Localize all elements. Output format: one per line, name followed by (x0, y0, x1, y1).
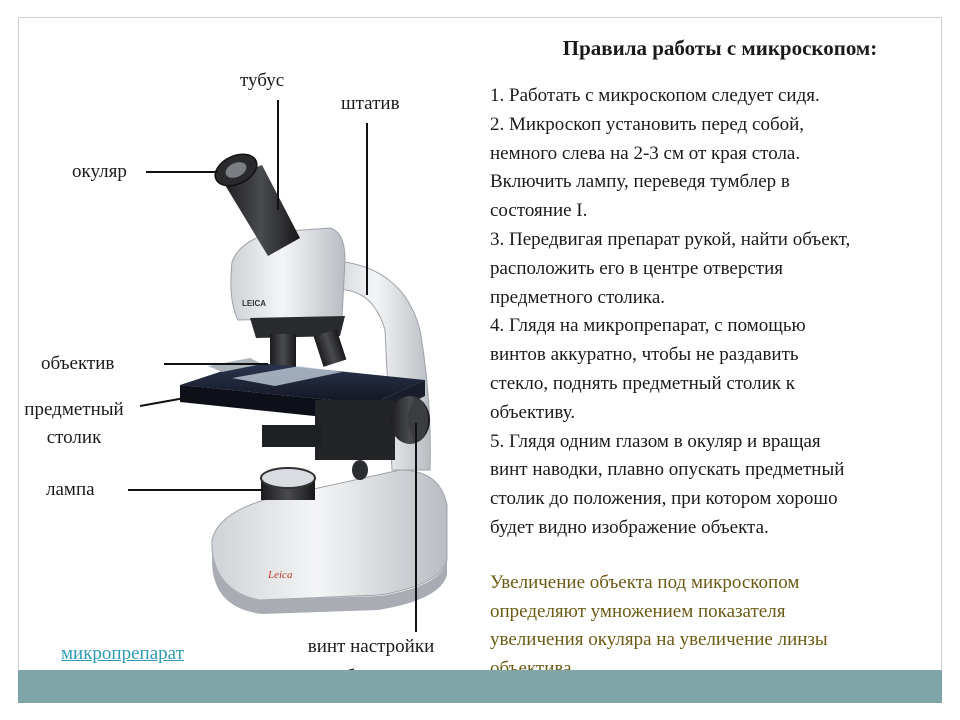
label-pointer-lines (128, 100, 417, 632)
microscope-head: LEICA (230, 227, 346, 321)
rule-line: 5. Глядя одним глазом в окуляр и вращая (490, 430, 821, 452)
rule-line: 3. Передвигая препарат рукой, найти объе… (490, 228, 851, 250)
stolik-pointer-line (139, 395, 197, 407)
rules-list: 1. Работать с микроскопом следует сидя. 2… (490, 82, 950, 543)
slide-title: Правила работы с микроскопом: (562, 36, 878, 60)
note-line: увеличения окуляра на увеличение линзы (490, 629, 828, 650)
microscope-base: Leica (211, 469, 448, 614)
rule-line: предметного столика. (490, 286, 666, 308)
rule-line: стекло, поднять предметный столик к (490, 372, 796, 394)
label-stolik-line1: предметный (24, 399, 124, 420)
label-vint-line1: винт настройки (307, 636, 435, 657)
rule-line: немного слева на 2-3 см от края стола. (490, 142, 801, 164)
slide-frame (18, 17, 942, 703)
bottom-bar (18, 670, 942, 703)
rule-line: состояние I. (490, 200, 588, 222)
eyepiece-tube (214, 153, 300, 256)
magnification-note: Увеличение объекта под микроскопом опреде… (490, 569, 950, 683)
focus-knob (315, 396, 430, 480)
rule-line: столик до положения, при котором хорошо (490, 488, 838, 510)
label-lampa: лампа (46, 479, 95, 500)
rule-line: будет видно изображение объекта. (490, 516, 769, 538)
label-stolik-line2: столик (46, 427, 102, 448)
base-logo: Leica (267, 569, 293, 581)
label-okular: окуляр (72, 161, 127, 182)
label-obektiv: объектив (41, 353, 115, 374)
rule-line: 2. Микроскоп установить перед собой, (490, 113, 805, 135)
rule-line: винтов аккуратно, чтобы не раздавить (490, 344, 799, 366)
rule-line: Включить лампу, переведя тумблер в (490, 171, 790, 193)
rule-line: расположить его в центре отверстия (490, 257, 784, 279)
rule-line: объективу. (490, 401, 576, 423)
label-tubus: тубус (240, 70, 285, 91)
head-brand-label: LEICA (242, 299, 266, 308)
label-stolik: предметный столик (10, 396, 138, 452)
micropreparat-link[interactable]: микропрепарат (61, 643, 184, 664)
lamp (260, 425, 322, 500)
rule-line: 4. Глядя на микропрепарат, с помощью (490, 315, 806, 337)
note-line: определяют умножением показателя (490, 600, 786, 622)
rule-line: 1. Работать с микроскопом следует сидя. (490, 85, 820, 106)
note-line: Увеличение объекта под микроскопом (490, 572, 800, 593)
rule-line: винт наводки, плавно опускать предметный (490, 459, 845, 481)
label-shtativ: штатив (341, 93, 400, 114)
